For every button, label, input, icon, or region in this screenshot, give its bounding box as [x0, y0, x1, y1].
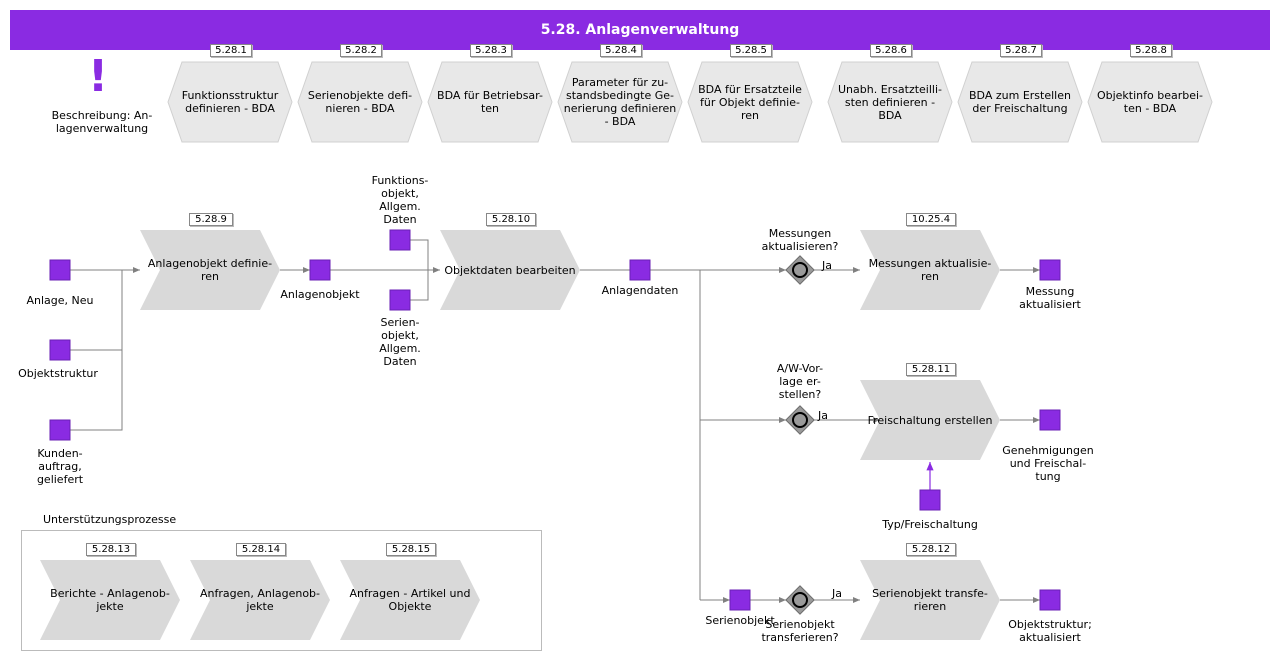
object-typ-freischaltung — [919, 489, 941, 511]
label-objektstruktur: Objektstruktur — [18, 367, 98, 380]
data-objects — [49, 229, 1061, 611]
object-objektstruktur-akt — [1039, 589, 1061, 611]
connectors — [70, 239, 1040, 603]
support-process-anfragen-artikel[interactable]: Anfragen - Artikel und Objekte — [349, 587, 471, 613]
exclamation-icon: ! — [88, 51, 109, 102]
object-serienobjekt — [729, 589, 751, 611]
flow-objektstruktur-to-p1 — [70, 270, 123, 351]
tag-5-28-3: 5.28.3 — [470, 44, 512, 57]
top-process-5-28-5[interactable]: BDA für Ersatzteile für Objekt definie- … — [698, 82, 802, 122]
tag-5-28-4: 5.28.4 — [600, 44, 642, 57]
object-objektstruktur — [49, 339, 71, 361]
label-anlagenobjekt: Anlagenobjekt — [280, 288, 360, 301]
tag-5-28-2: 5.28.2 — [340, 44, 382, 57]
hex-5-28-3 — [427, 61, 553, 143]
tag-5-28-11: 5.28.11 — [906, 363, 956, 376]
support-process-shapes — [40, 560, 480, 640]
label-anlage-neu: Anlage, Neu — [26, 294, 94, 307]
top-process-shapes — [167, 61, 1213, 143]
object-kundenauftrag — [49, 419, 71, 441]
top-process-5-28-6[interactable]: Unabh. Ersatzteilli- sten definieren - B… — [837, 82, 943, 122]
label-kundenauftrag: Kunden- auftrag, geliefert — [36, 447, 84, 486]
decision-shapes — [785, 255, 815, 615]
flow-funktionsobjekt-to-p2 — [410, 239, 429, 270]
description-label[interactable]: Beschreibung: An- lagenverwaltung — [51, 109, 153, 135]
chevron-5-28-9 — [140, 230, 280, 310]
page-banner: 5.28. Anlagenverwaltung — [10, 10, 1270, 50]
chevron-5-28-15 — [340, 560, 480, 640]
page-title: 5.28. Anlagenverwaltung — [540, 22, 740, 38]
flow-serienobjekt-to-p2 — [410, 270, 429, 301]
tag-5-28-12: 5.28.12 — [906, 543, 956, 556]
label-anlagendaten: Anlagendaten — [601, 284, 679, 297]
hex-5-28-2 — [297, 61, 423, 143]
process-serienobjekt-transferieren[interactable]: Serienobjekt transfe- rieren — [872, 587, 988, 613]
label-serienobjekt: Serienobjekt — [705, 614, 775, 627]
top-process-5-28-2[interactable]: Serienobjekte defi- nieren - BDA — [307, 89, 413, 115]
hex-5-28-7 — [957, 61, 1083, 143]
support-process-berichte[interactable]: Berichte - Anlagenob- jekte — [50, 587, 170, 613]
label-serienobjekt-allg: Serien- objekt, Allgem. Daten — [379, 316, 421, 368]
decision-question-freischaltung: A/W-Vor- lage er- stellen? — [776, 362, 824, 401]
process-shapes — [140, 230, 1000, 640]
process-freischaltung-erstellen[interactable]: Freischaltung erstellen — [867, 413, 993, 427]
top-process-5-28-3[interactable]: BDA für Betriebsar- ten — [437, 89, 543, 115]
chevron-5-28-13 — [40, 560, 180, 640]
tag-5-28-6: 5.28.6 — [870, 44, 912, 57]
chevron-10-25-4 — [860, 230, 1000, 310]
top-process-5-28-8[interactable]: Objektinfo bearbei- ten - BDA — [1096, 89, 1204, 115]
chevron-5-28-12 — [860, 560, 1000, 640]
label-typ-freischaltung: Typ/Freischaltung — [882, 518, 978, 531]
gateway-serienobjekt — [785, 585, 815, 615]
hex-5-28-6 — [827, 61, 953, 143]
process-messungen-aktualisieren[interactable]: Messungen aktualisie- ren — [868, 257, 992, 283]
process-objektdaten-bearbeiten[interactable]: Objektdaten bearbeiten — [444, 263, 576, 277]
tag-5-28-5: 5.28.5 — [730, 44, 772, 57]
top-process-5-28-4[interactable]: Parameter für zu- standsbedingte Ge- ner… — [563, 76, 677, 128]
tag-5-28-9: 5.28.9 — [189, 213, 233, 226]
tag-5-28-13: 5.28.13 — [86, 543, 136, 556]
support-box — [21, 530, 542, 651]
chevron-5-28-10 — [440, 230, 580, 310]
object-anlagenobjekt — [309, 259, 331, 281]
gateway-freischaltung — [785, 405, 815, 435]
process-anlagenobjekt-definieren[interactable]: Anlagenobjekt definie- ren — [147, 257, 273, 283]
object-messung-akt — [1039, 259, 1061, 281]
hex-5-28-4 — [557, 61, 683, 143]
tag-5-28-7: 5.28.7 — [1000, 44, 1042, 57]
decision-answer-freischaltung: Ja — [818, 409, 828, 422]
label-genehmigungen: Genehmigungen und Freischal- tung — [1002, 444, 1094, 483]
tag-5-28-8: 5.28.8 — [1130, 44, 1172, 57]
tag-5-28-10: 5.28.10 — [486, 213, 536, 226]
object-serienobjekt-allg — [389, 289, 411, 311]
object-genehmigungen — [1039, 409, 1061, 431]
top-process-5-28-1[interactable]: Funktionsstruktur definieren - BDA — [181, 89, 279, 115]
decision-answer-messungen: Ja — [822, 259, 832, 272]
top-process-5-28-7[interactable]: BDA zum Erstellen der Freischaltung — [969, 89, 1071, 115]
decision-question-serienobjekt: Serienobjekt transferieren? — [761, 618, 839, 644]
tag-10-25-4: 10.25.4 — [906, 213, 956, 226]
object-funktionsobjekt — [389, 229, 411, 251]
label-messung-aktualisiert: Messung aktualisiert — [1019, 285, 1081, 311]
decision-question-messungen: Messungen aktualisieren? — [761, 227, 839, 253]
hex-5-28-1 — [167, 61, 293, 143]
gateway-messungen — [785, 255, 815, 285]
label-objektstruktur-aktualisiert: Objektstruktur; aktualisiert — [1008, 618, 1092, 644]
decision-answer-serienobjekt: Ja — [832, 587, 842, 600]
label-funktionsobjekt: Funktions- objekt, Allgem. Daten — [371, 174, 429, 226]
tag-5-28-1: 5.28.1 — [210, 44, 252, 57]
chevron-5-28-14 — [190, 560, 330, 640]
object-anlagendaten — [629, 259, 651, 281]
hex-5-28-5 — [687, 61, 813, 143]
flow-kundenauftrag-to-p1 — [70, 350, 123, 431]
hex-5-28-8 — [1087, 61, 1213, 143]
support-process-anfragen-anlagenobjekte[interactable]: Anfragen, Anlagenob- jekte — [199, 587, 321, 613]
chevron-5-28-11 — [860, 380, 1000, 460]
support-title: Unterstützungsprozesse — [43, 513, 177, 526]
tag-5-28-15: 5.28.15 — [386, 543, 436, 556]
object-anlage-neu — [49, 259, 71, 281]
tag-5-28-14: 5.28.14 — [236, 543, 286, 556]
